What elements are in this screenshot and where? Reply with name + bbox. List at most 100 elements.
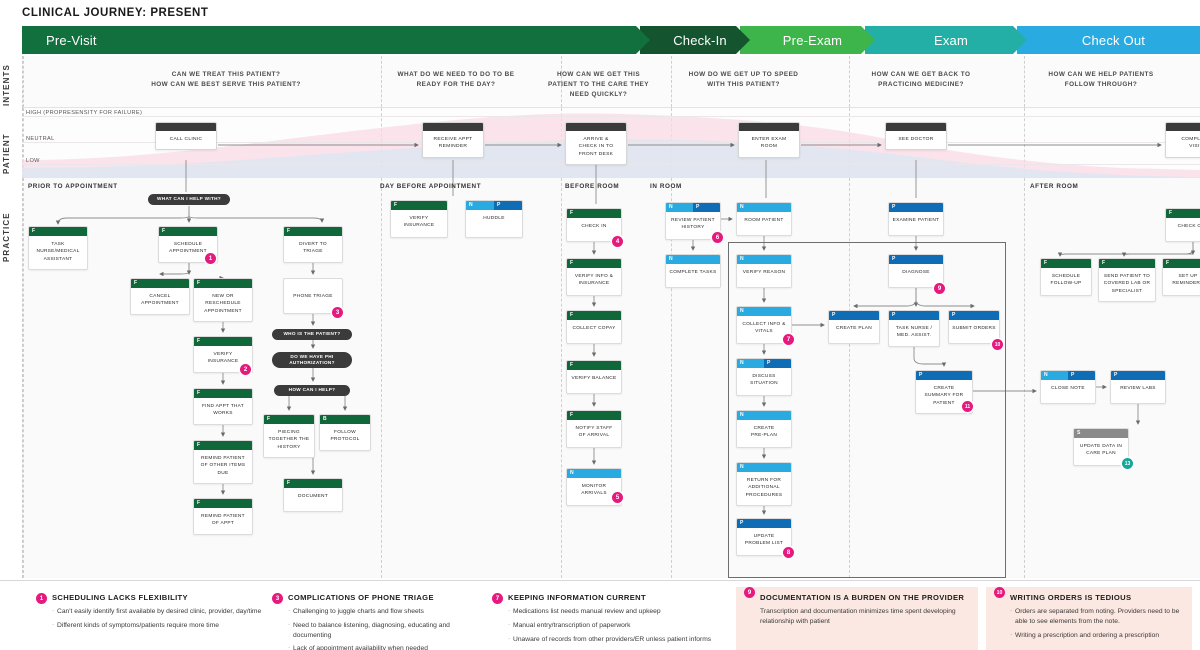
practice-section-label: BEFORE ROOM bbox=[565, 183, 620, 190]
decision-pill[interactable]: WHAT CAN I HELP WITH? bbox=[148, 194, 230, 205]
phase-exam[interactable]: Exam bbox=[865, 26, 1027, 54]
lane-label-practice: PRACTICE bbox=[2, 212, 11, 262]
flow-node-header: F bbox=[194, 389, 252, 398]
flow-node-label: HUDDLE bbox=[483, 216, 505, 221]
lane-label-patient: PATIENT bbox=[2, 133, 11, 174]
pain-point-badge-11[interactable]: 11 bbox=[962, 401, 973, 412]
flow-node-header: F bbox=[284, 479, 342, 488]
decision-pill[interactable]: HOW CAN I HELP? bbox=[274, 385, 350, 396]
pain-point-badge-2[interactable]: 2 bbox=[240, 364, 251, 375]
pain-point-badge-9[interactable]: 9 bbox=[934, 283, 945, 294]
flow-node-label: ROOM PATIENT bbox=[744, 218, 784, 223]
phase-label: Pre-Exam bbox=[782, 32, 843, 48]
role-tag-N: N bbox=[1041, 371, 1068, 380]
phase-check-in[interactable]: Check-In bbox=[640, 26, 750, 54]
flow-node-header: F bbox=[1099, 259, 1155, 268]
pain-point-badge-1[interactable]: 1 bbox=[205, 253, 216, 264]
phase-label: Exam bbox=[933, 32, 969, 48]
pain-point-badge-13[interactable]: 13 bbox=[1122, 458, 1133, 469]
flow-node-header: F bbox=[131, 279, 189, 288]
flow-node-header: P bbox=[916, 371, 972, 380]
flow-node-header: F bbox=[1041, 259, 1091, 268]
phase-label: Check-In bbox=[673, 32, 727, 48]
role-tag-F: F bbox=[567, 209, 621, 218]
pain-point-badge-5[interactable]: 5 bbox=[612, 492, 623, 503]
flow-node-header: F bbox=[194, 279, 252, 288]
pain-point-badge-10[interactable]: 10 bbox=[992, 339, 1003, 350]
phase-pre-visit[interactable]: Pre-Visit bbox=[22, 26, 650, 54]
lane-intents: CAN WE TREAT THIS PATIENT?HOW CAN WE BES… bbox=[22, 56, 1200, 108]
pain-point-badge-8[interactable]: 8 bbox=[783, 547, 794, 558]
patient-step[interactable]: COMPLETEVISIT bbox=[1165, 122, 1200, 158]
patient-step-header bbox=[886, 123, 946, 131]
patient-step[interactable]: SEE DOCTOR bbox=[885, 122, 947, 151]
sentiment-axis-label: NEUTRAL bbox=[26, 136, 55, 142]
flow-node-header: F bbox=[264, 415, 314, 424]
pain-point-badge-3[interactable]: 3 bbox=[332, 307, 343, 318]
pain-point-badge-4[interactable]: 4 bbox=[612, 236, 623, 247]
flow-node-header: P bbox=[949, 311, 999, 320]
role-tag-F: F bbox=[1166, 209, 1200, 218]
patient-step[interactable]: CALL CLINIC bbox=[155, 122, 217, 151]
role-tag-F: F bbox=[284, 227, 342, 236]
pain-point-badge-6[interactable]: 6 bbox=[712, 232, 723, 243]
pain-point-badge-7[interactable]: 7 bbox=[783, 334, 794, 345]
phase-pre-exam[interactable]: Pre-Exam bbox=[740, 26, 875, 54]
phase-check-out[interactable]: Check Out bbox=[1017, 26, 1200, 54]
column-separator bbox=[23, 56, 24, 107]
decision-pill[interactable]: WHO IS THE PATIENT? bbox=[272, 329, 352, 340]
